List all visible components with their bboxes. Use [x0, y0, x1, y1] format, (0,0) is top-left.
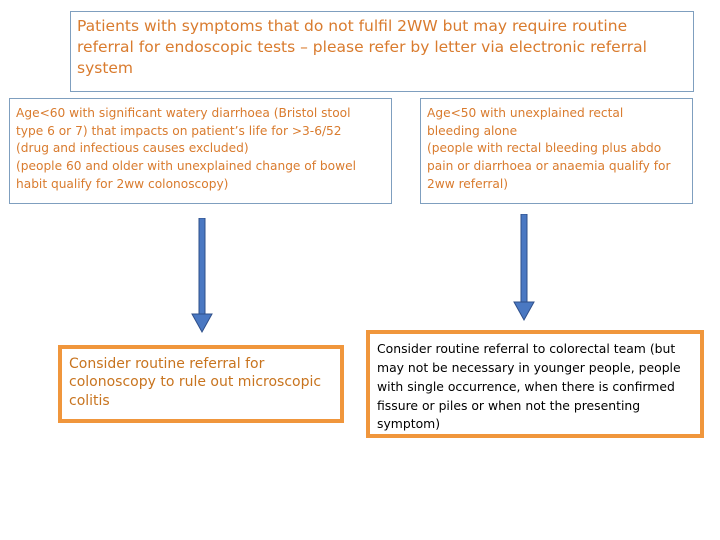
down-arrow-right-icon: [513, 214, 535, 322]
outcome-left-line: colitis: [69, 392, 110, 409]
criteria-right-line: (people with rectal bleeding plus abdo: [427, 141, 662, 156]
criteria-right-line: 2ww referral): [427, 176, 509, 191]
criteria-right-box: Age<50 with unexplained rectal bleeding …: [420, 98, 693, 204]
criteria-left-line: type 6 or 7) that impacts on patient’s l…: [16, 123, 342, 138]
outcome-right-line: may not be necessary in younger people, …: [377, 359, 681, 375]
criteria-left-line: habit qualify for 2ww colonoscopy): [16, 176, 229, 191]
criteria-left-line: (people 60 and older with unexplained ch…: [16, 159, 356, 174]
header-line: referral for endoscopic tests – please r…: [77, 38, 647, 57]
header-line: system: [77, 59, 134, 78]
outcome-right-box: Consider routine referral to colorectal …: [366, 330, 704, 438]
down-arrow-left-icon: [191, 218, 213, 334]
criteria-left-line: (drug and infectious causes excluded): [16, 141, 249, 156]
outcome-right-line: Consider routine referral to colorectal …: [377, 341, 676, 356]
header-line: Patients with symptoms that do not fulfi…: [77, 17, 628, 35]
outcome-right-line: fissure or piles or when not the present…: [377, 397, 641, 413]
criteria-left-line: Age<60 with significant watery diarrhoea…: [16, 106, 351, 120]
outcome-right-line: with single occurrence, when there is co…: [377, 378, 675, 394]
outcome-left-box: Consider routine referral for colonoscop…: [58, 345, 344, 423]
criteria-right-line: Age<50 with unexplained rectal: [427, 106, 624, 120]
header-box: Patients with symptoms that do not fulfi…: [70, 11, 694, 92]
outcome-left-line: Consider routine referral for: [69, 356, 265, 372]
criteria-right-line: bleeding alone: [427, 123, 518, 138]
outcome-right-line: symptom): [377, 416, 441, 432]
criteria-left-box: Age<60 with significant watery diarrhoea…: [9, 98, 392, 204]
outcome-left-line: colonoscopy to rule out microscopic: [69, 374, 322, 391]
criteria-right-line: pain or diarrhoea or anaemia qualify for: [427, 159, 671, 174]
